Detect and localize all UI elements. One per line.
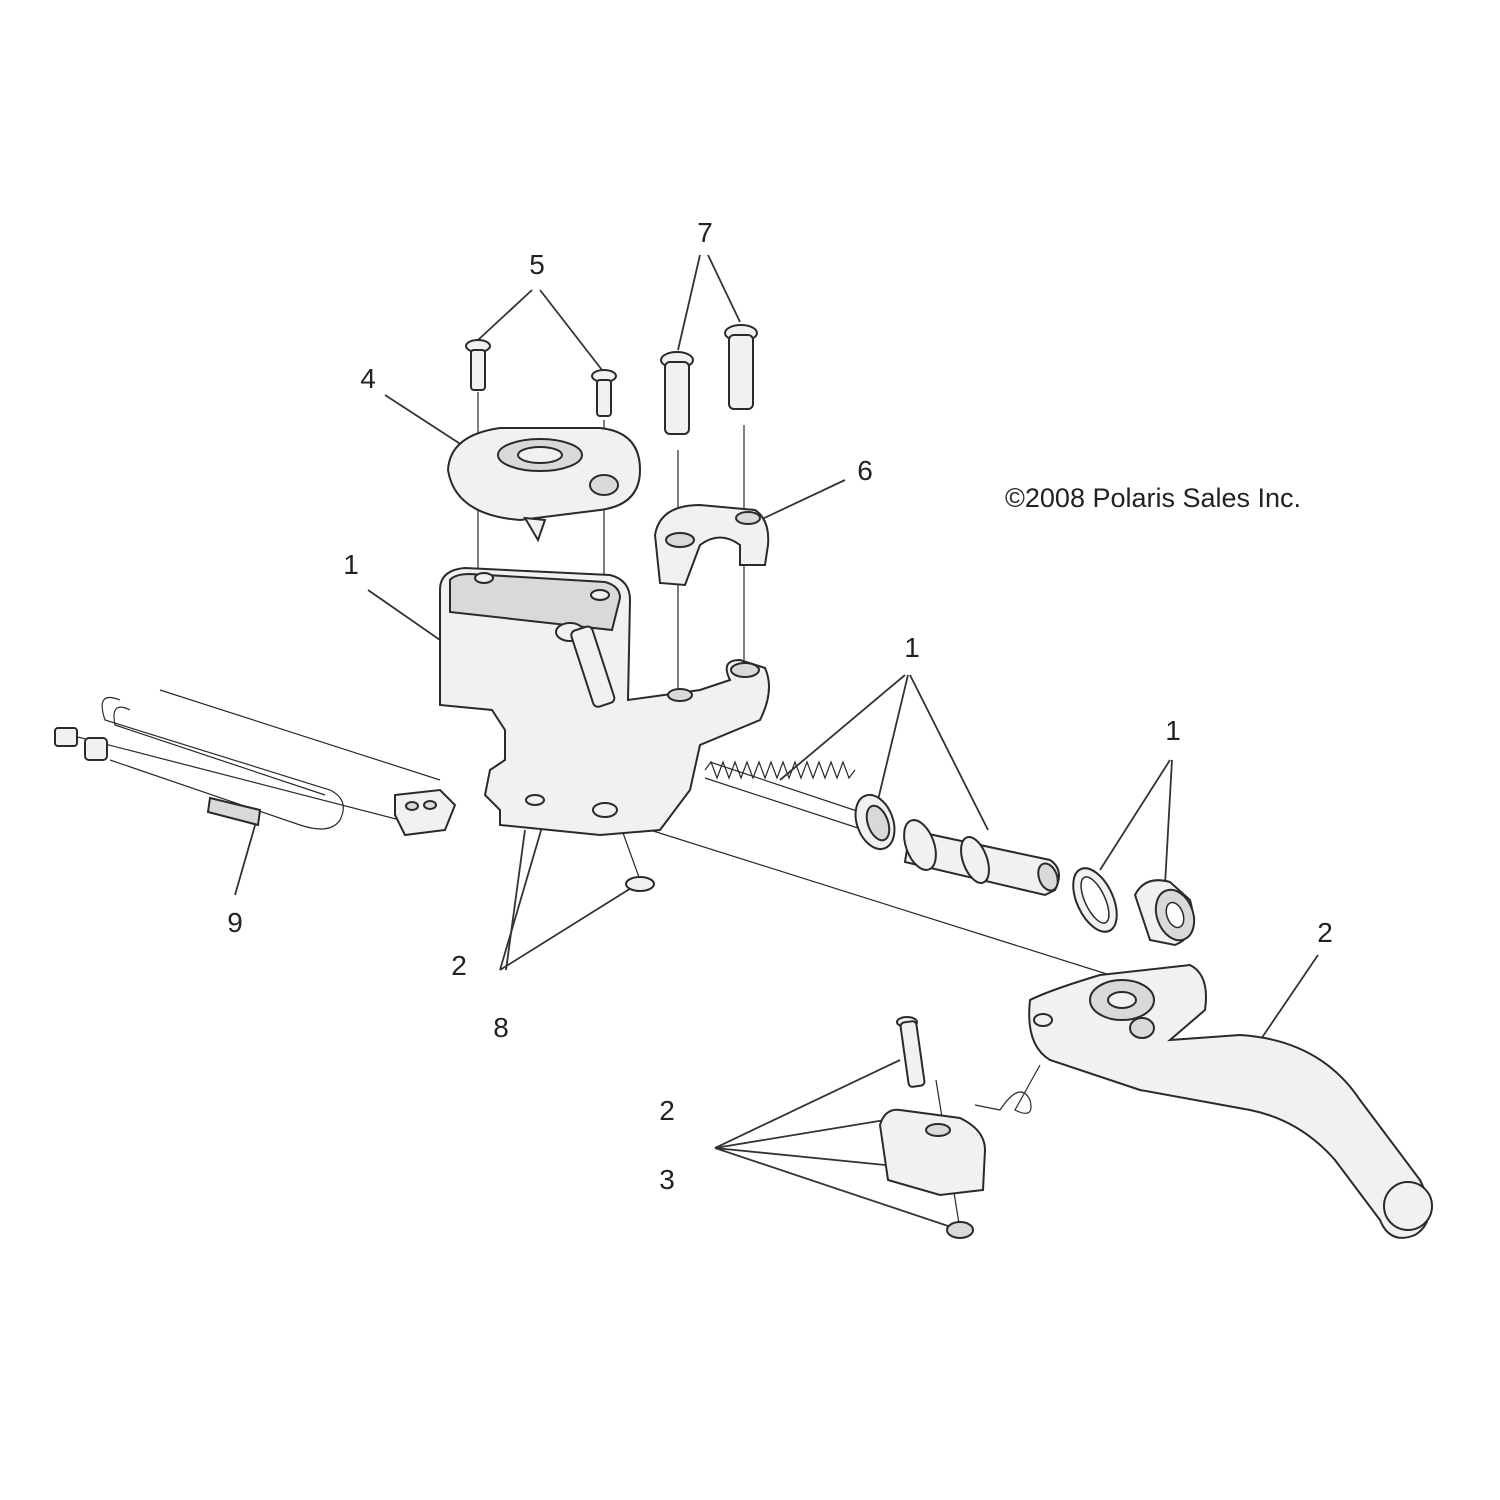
callout-8: 8 (493, 1012, 509, 1043)
callout-6: 6 (857, 455, 873, 486)
dust-boot (1133, 879, 1196, 947)
lever-pin-2 (896, 1016, 926, 1088)
callout-1-reservoir: 1 (343, 549, 359, 580)
bolt-7-left (660, 351, 694, 435)
callout-9: 9 (227, 907, 243, 938)
callout-1-boot: 1 (1165, 715, 1181, 746)
callout-2-pin: 2 (659, 1095, 675, 1126)
cup-seal (854, 793, 896, 851)
callout-7: 7 (697, 217, 713, 248)
bolt-7-right (724, 324, 758, 410)
callout-3: 3 (659, 1164, 675, 1195)
screw-5-left (465, 339, 491, 391)
brake-switch-9 (54, 696, 457, 837)
copyright-text: ©2008 Polaris Sales Inc. (1005, 483, 1301, 513)
torsion-spring (974, 1064, 1041, 1114)
reservoir-cover-4 (446, 427, 642, 543)
adjuster-block-3 (878, 1108, 987, 1197)
o-ring (1072, 867, 1118, 933)
callout-5: 5 (529, 249, 545, 280)
retaining-clip (946, 1221, 974, 1239)
callout-2-left: 2 (451, 950, 467, 981)
callout-2-lever: 2 (1317, 917, 1333, 948)
handlebar-clamp-6 (653, 503, 770, 587)
screw-5-right (591, 369, 617, 417)
callout-4: 4 (360, 363, 376, 394)
brake-lever-2 (1028, 963, 1433, 1239)
piston (903, 819, 1060, 897)
return-spring (704, 760, 861, 829)
circlip (625, 876, 655, 892)
callout-1-spring: 1 (904, 632, 920, 663)
pivot-pin-8 (555, 622, 616, 708)
